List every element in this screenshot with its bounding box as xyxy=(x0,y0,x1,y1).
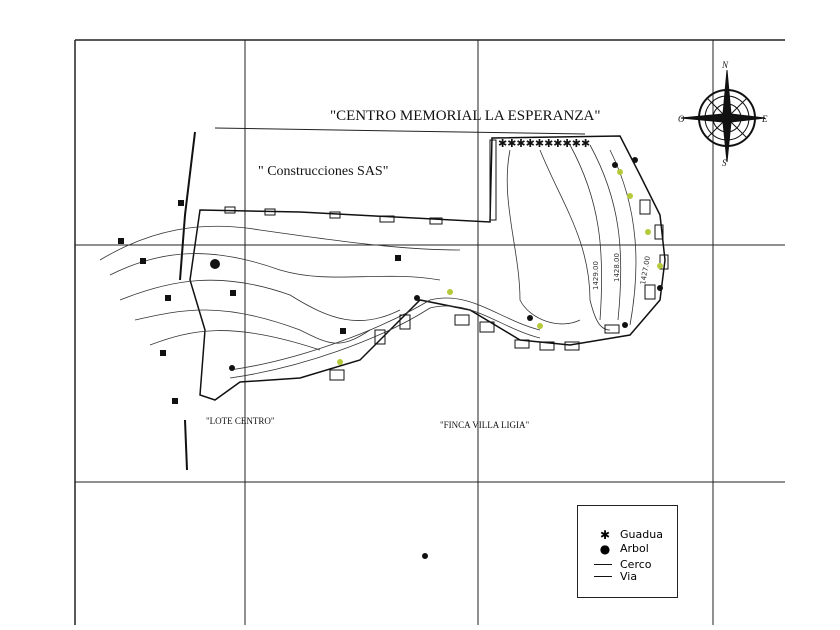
guadua-markers: ✱✱✱✱✱✱✱✱✱✱ xyxy=(498,138,590,150)
compass-east-label: E xyxy=(761,114,768,124)
dot-icon: ● xyxy=(599,541,611,556)
title-leader-line xyxy=(214,127,586,135)
legend-item-via: Via xyxy=(594,570,637,583)
contour-label: 1427.00 xyxy=(639,255,652,285)
compass-south-label: S xyxy=(722,158,727,168)
legend-item-cerco: Cerco xyxy=(594,558,652,571)
compass-rose-icon xyxy=(680,69,766,163)
legend-label: Cerco xyxy=(620,558,652,571)
contour-label: 1429.00 xyxy=(592,261,600,290)
contour-label: 1428.00 xyxy=(613,253,621,282)
legend-label: Via xyxy=(620,570,638,583)
legend-item-arbol: ● Arbol xyxy=(594,541,649,556)
fence-posts xyxy=(224,139,669,381)
contour-lines xyxy=(99,144,637,379)
svg-text:✱✱✱✱✱✱✱✱✱✱: ✱✱✱✱✱✱✱✱✱✱ xyxy=(498,138,590,150)
asterisk-icon: ✱ xyxy=(599,527,611,542)
tree-markers xyxy=(118,157,663,559)
legend-item-guadua: ✱ Guadua xyxy=(594,527,663,542)
map-title: "CENTRO MEMORIAL LA ESPERANZA" xyxy=(330,108,601,124)
line-icon xyxy=(594,576,612,577)
legend-label: Guadua xyxy=(620,528,663,541)
legend-label: Arbol xyxy=(620,542,649,555)
neighbor-label-finca-villa-ligia: "FINCA VILLA LIGIA" xyxy=(440,420,530,430)
road-lines xyxy=(179,131,196,471)
map-grid xyxy=(74,39,785,625)
compass-west-label: O xyxy=(678,114,685,124)
map-subtitle: " Construcciones SAS" xyxy=(258,164,389,179)
vegetation-markers xyxy=(337,169,663,365)
map-legend: ✱ Guadua ● Arbol Cerco Via xyxy=(577,505,678,598)
neighbor-label-lote-centro: "LOTE CENTRO" xyxy=(206,416,275,426)
line-icon xyxy=(594,564,612,565)
compass-north-label: N xyxy=(721,60,729,70)
